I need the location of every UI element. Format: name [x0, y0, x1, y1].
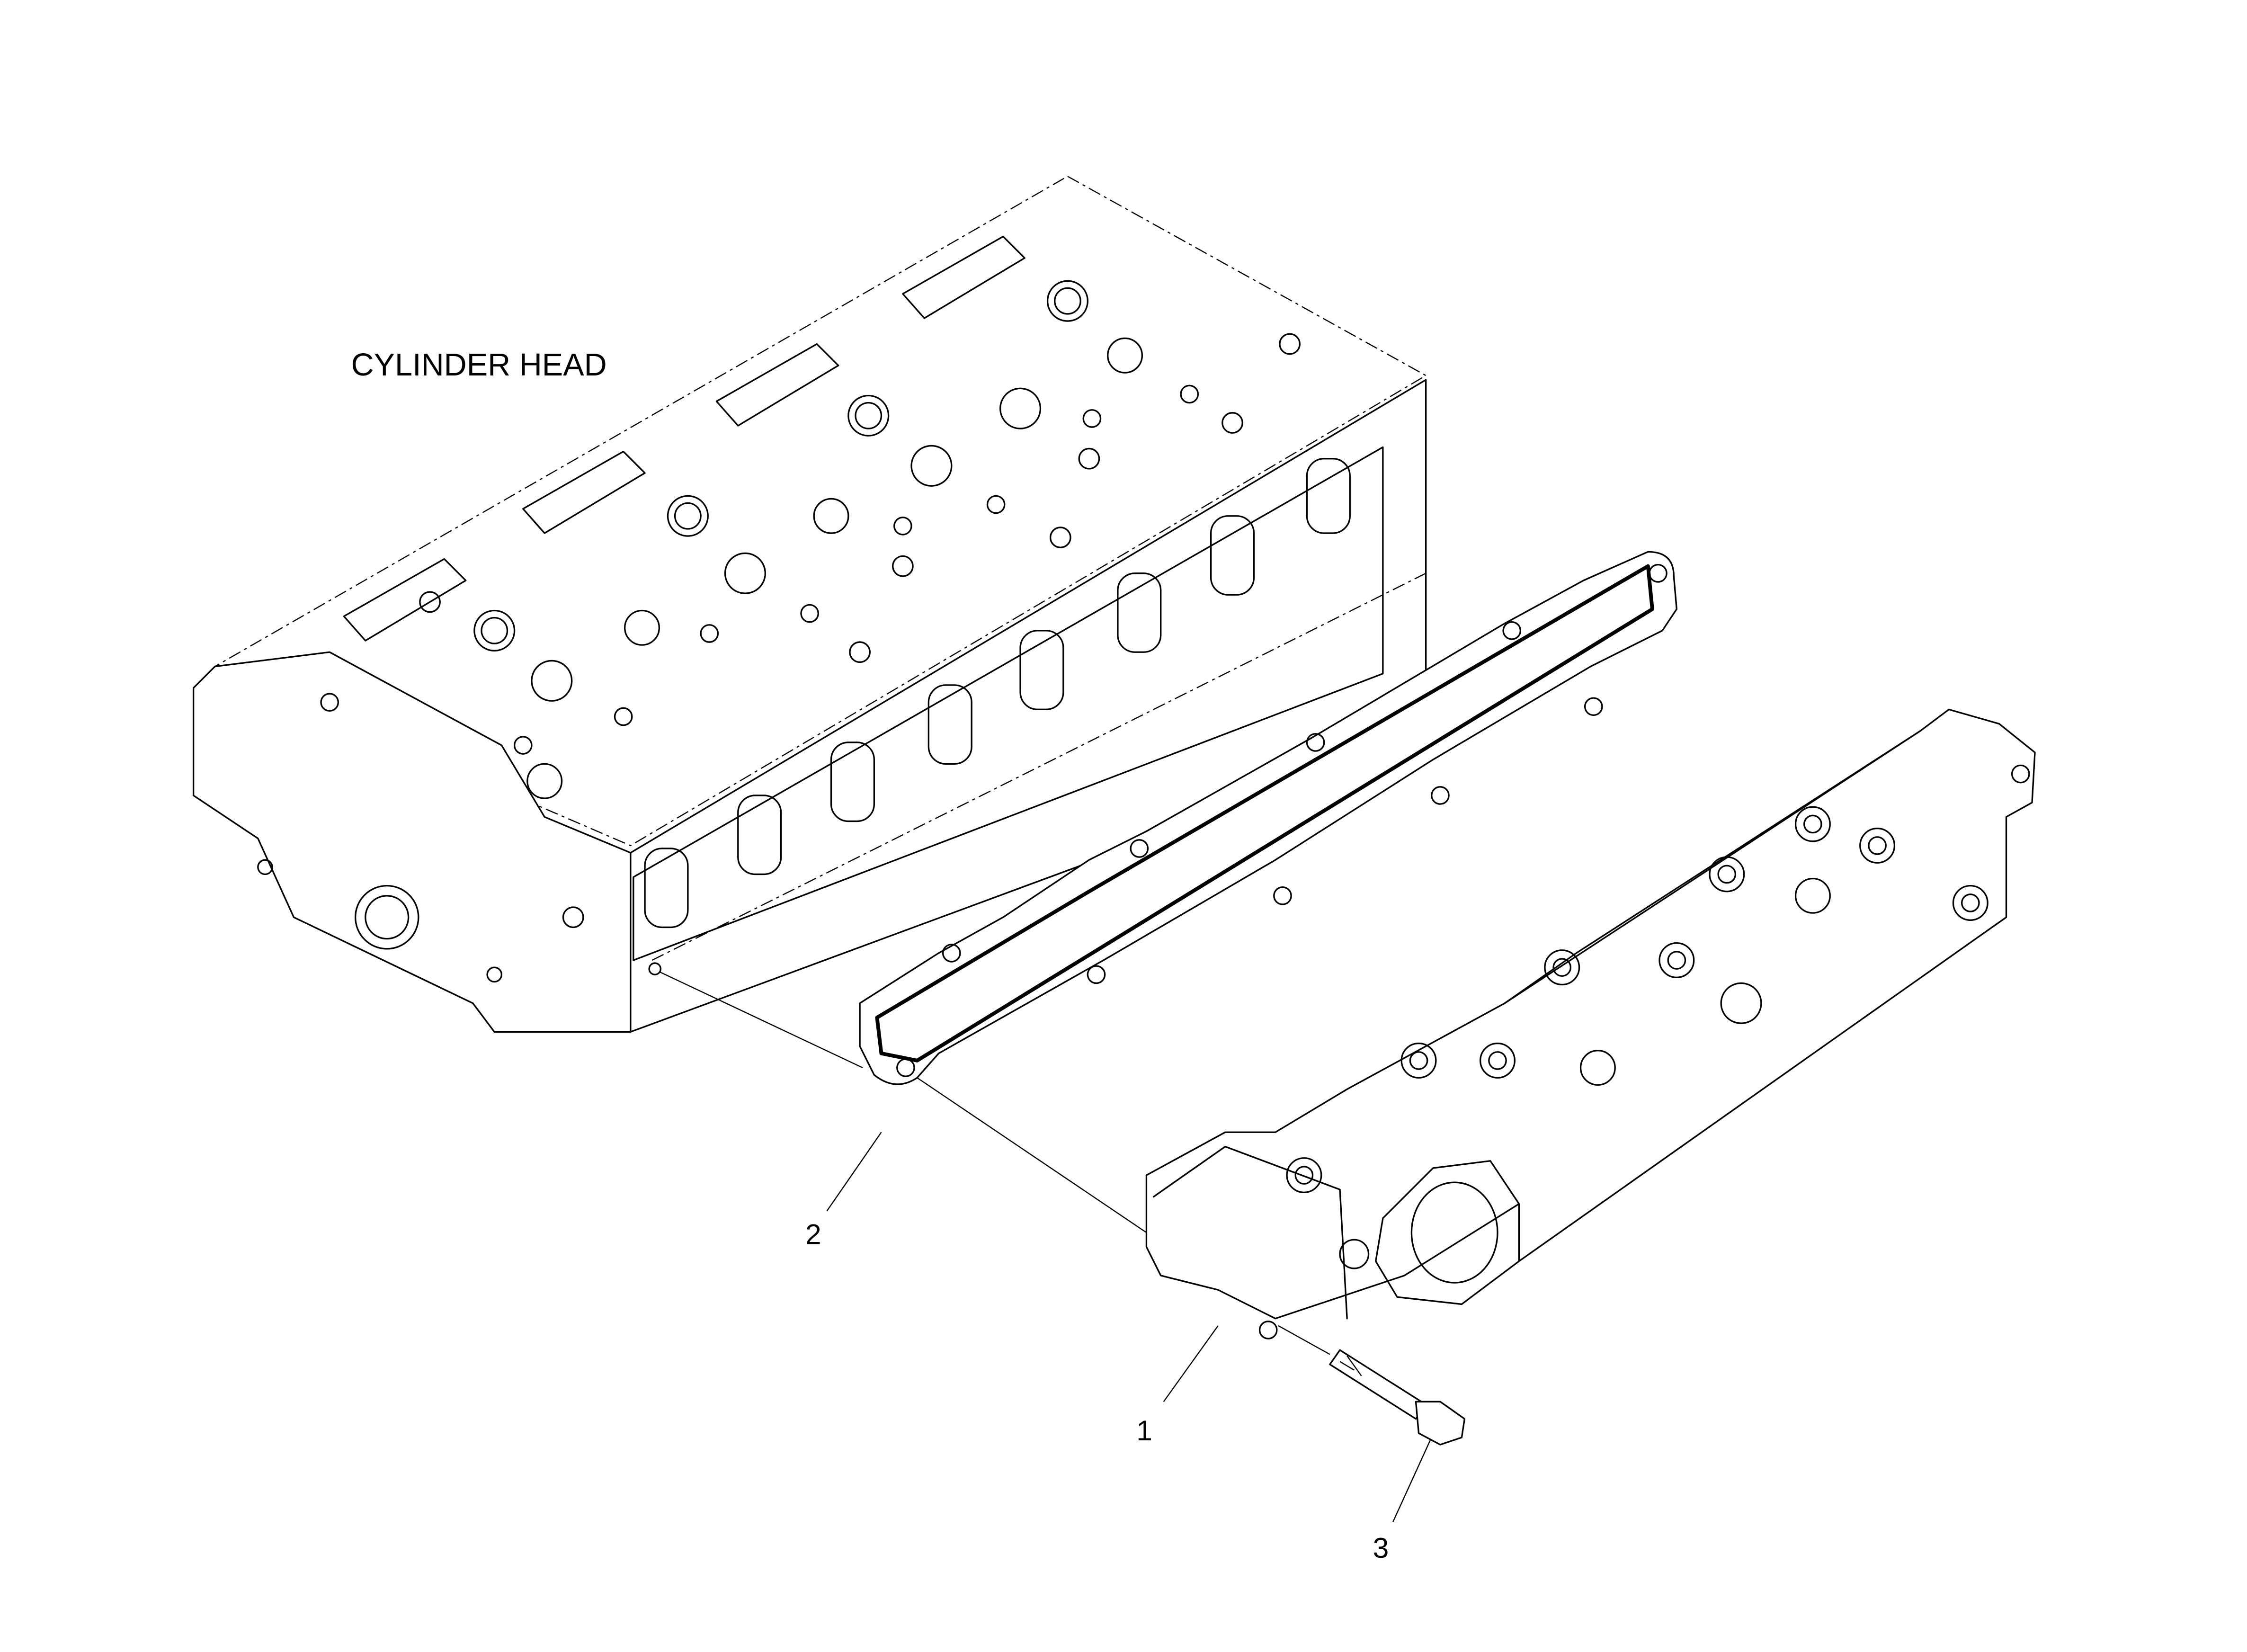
cylinder-head-top-outline	[214, 175, 1427, 847]
callout-3: 3	[1373, 1532, 1389, 1564]
bolt	[1329, 1349, 1466, 1446]
intake-manifold	[1145, 708, 2036, 1339]
intake-ports	[644, 457, 1351, 929]
cylinder-head-label: CYLINDER HEAD	[351, 348, 607, 383]
leader-lines	[659, 971, 1431, 1523]
callout-1: 1	[1136, 1414, 1152, 1447]
gasket	[859, 551, 1678, 1085]
cylinder-head-end-face	[192, 651, 632, 1033]
valve-ports	[320, 280, 1301, 799]
callout-2: 2	[805, 1218, 821, 1250]
port-flange	[633, 446, 1384, 961]
cylinder-head	[192, 175, 1427, 1033]
rocker-pedestals	[343, 235, 1025, 642]
dowel-hole	[648, 962, 662, 975]
mounting-bosses	[1258, 764, 2030, 1339]
